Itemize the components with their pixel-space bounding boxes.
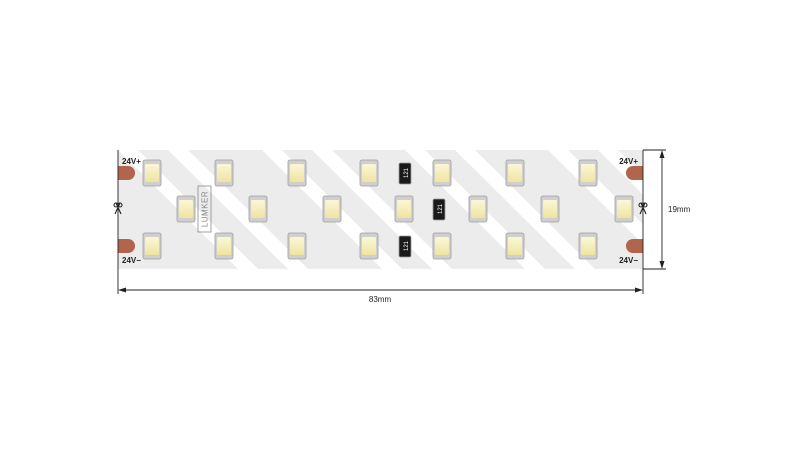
led-chip: [214, 232, 234, 260]
led-chip: [578, 232, 598, 260]
led-chip: [505, 232, 525, 260]
led-chip: [359, 159, 379, 187]
led-chip: [432, 232, 452, 260]
led-group: [142, 159, 634, 260]
length-dimension: [117, 150, 644, 294]
led-chip: [432, 159, 452, 187]
pad-bottom-left: [118, 239, 135, 253]
brand-logo: LUMKER: [197, 185, 212, 233]
led-chip: [394, 195, 414, 223]
led-chip: [287, 159, 307, 187]
length-label: 83mm: [369, 295, 392, 304]
led-chip: [359, 232, 379, 260]
solder-pads: [118, 166, 643, 253]
pad-label-top-left: 24V+: [122, 157, 141, 166]
pad-label-bottom-left: 24V−: [122, 256, 141, 265]
led-chip: [176, 195, 196, 223]
led-chip: [614, 195, 634, 223]
pad-label-top-right: 24V+: [619, 157, 638, 166]
pad-label-bottom-right: 24V−: [619, 256, 638, 265]
width-dimension: [643, 149, 666, 270]
pad-top-right: [626, 166, 643, 180]
scissors-icon: [113, 202, 123, 215]
resistor-code: 121: [404, 240, 410, 251]
led-chip: [142, 232, 162, 260]
led-chip: [505, 159, 525, 187]
resistor-bottom: 121: [398, 235, 412, 258]
led-chip: [578, 159, 598, 187]
resistor-middle: 121: [432, 198, 446, 221]
led-chip: [468, 195, 488, 223]
width-label: 19mm: [668, 205, 691, 214]
resistor-code: 121: [404, 167, 410, 178]
pad-bottom-right: [626, 239, 643, 253]
led-chip: [540, 195, 560, 223]
pad-top-left: [118, 166, 135, 180]
led-chip: [322, 195, 342, 223]
resistor-code: 121: [438, 203, 444, 214]
led-chip: [142, 159, 162, 187]
brand-text: LUMKER: [201, 191, 210, 227]
led-chip: [248, 195, 268, 223]
led-chip: [287, 232, 307, 260]
resistor-top: 121: [398, 162, 412, 185]
led-chip: [214, 159, 234, 187]
